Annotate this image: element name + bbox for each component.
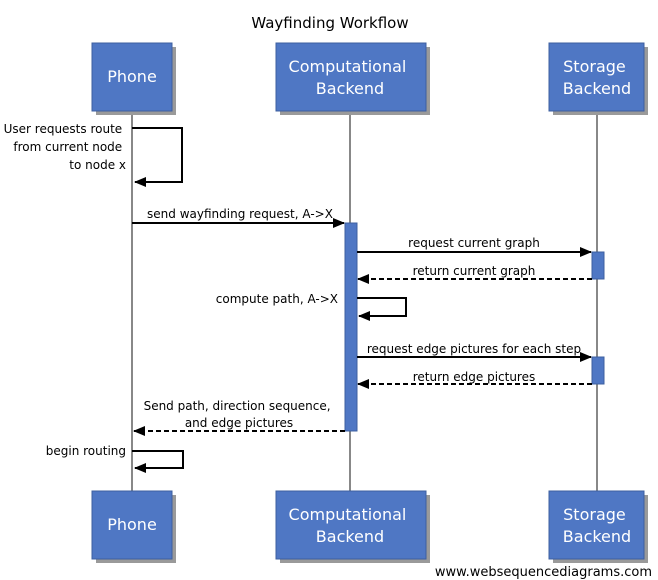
message-return-current-graph: return current graph (357, 264, 592, 284)
message-label: User requests route from current node to… (4, 122, 126, 172)
message-label: begin routing (46, 444, 126, 458)
activation-storage-2 (591, 356, 605, 385)
message-request-edge-pictures: request edge pictures for each step (357, 342, 592, 362)
actor-label: Storage Backend (563, 505, 631, 546)
message-send-wayfinding-request: send wayfinding request, A->X (132, 207, 345, 228)
actor-phone-top: Phone (91, 42, 176, 115)
actor-label: Phone (107, 515, 157, 534)
message-label: Send path, direction sequence, and edge … (144, 399, 335, 430)
message-compute-path: compute path, A->X (216, 292, 407, 321)
message-begin-routing: begin routing (46, 444, 184, 473)
actor-label: Computational Backend (289, 57, 412, 98)
actor-label: Computational Backend (289, 505, 412, 546)
message-label: send wayfinding request, A->X (147, 207, 333, 221)
message-label: request edge pictures for each step (367, 342, 581, 356)
actor-computational-backend-bottom: Computational Backend (275, 490, 430, 563)
actor-storage-backend-top: Storage Backend (548, 42, 648, 115)
message-user-requests-route: User requests route from current node to… (4, 122, 183, 187)
message-send-path: Send path, direction sequence, and edge … (133, 399, 345, 436)
actor-computational-backend-top: Computational Backend (275, 42, 430, 115)
message-label: return current graph (413, 264, 536, 278)
actor-label: Phone (107, 67, 157, 86)
message-label: request current graph (408, 236, 540, 250)
diagram-title: Wayfinding Workflow (251, 14, 408, 32)
actor-phone-bottom: Phone (91, 490, 176, 563)
footer-credit: www.websequencediagrams.com (435, 565, 652, 580)
message-request-current-graph: request current graph (357, 236, 592, 257)
actor-storage-backend-bottom: Storage Backend (548, 490, 648, 563)
activation-storage-1 (591, 251, 605, 280)
message-return-edge-pictures: return edge pictures (357, 370, 592, 389)
actor-label: Storage Backend (563, 57, 631, 98)
message-label: return edge pictures (413, 370, 535, 384)
message-label: compute path, A->X (216, 292, 338, 306)
activation-computational-backend (344, 222, 358, 432)
